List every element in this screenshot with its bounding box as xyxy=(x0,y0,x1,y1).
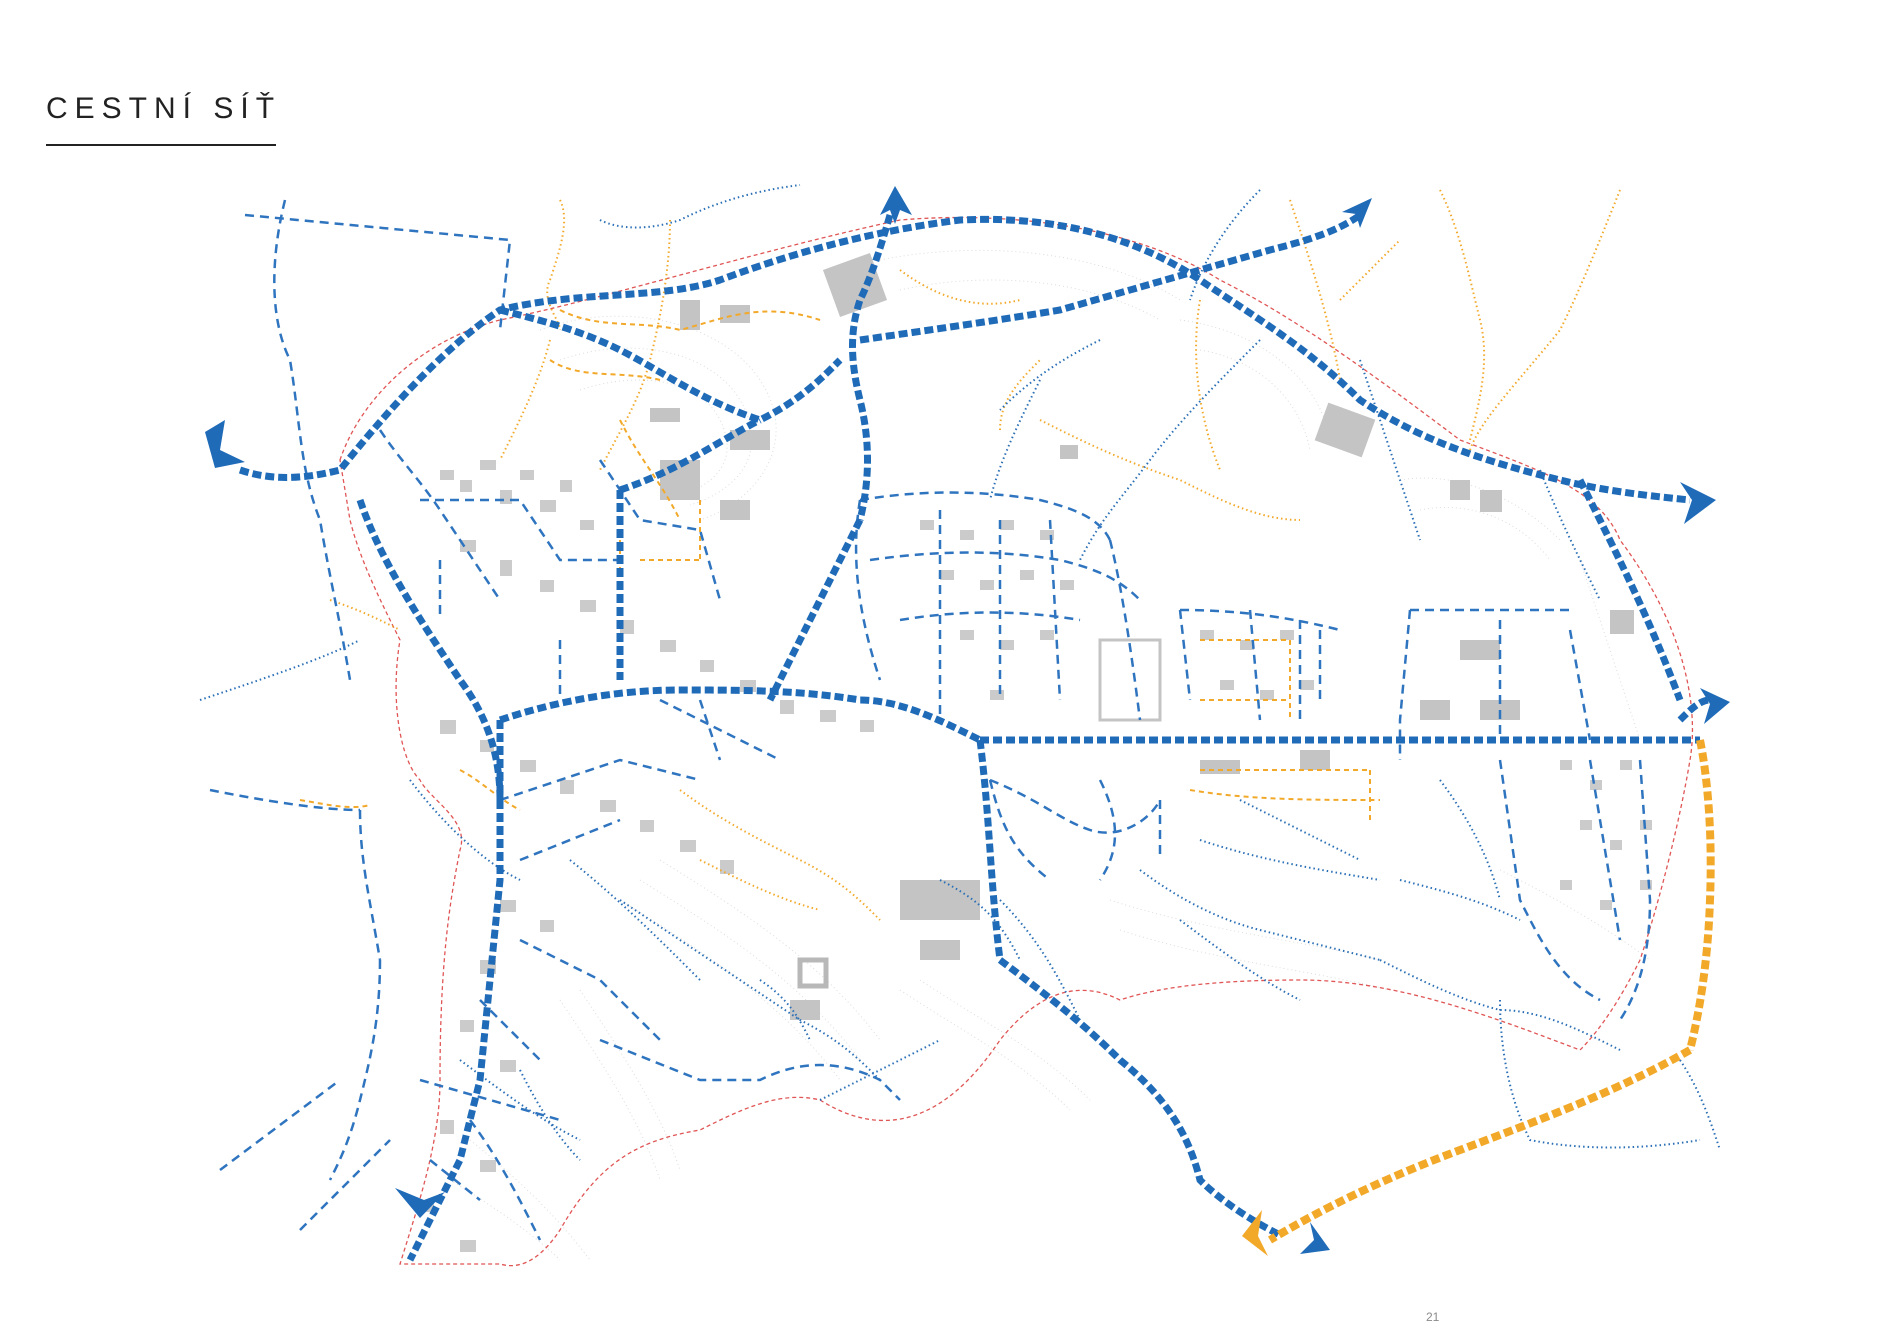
primary-roads-blue xyxy=(238,212,1711,1262)
local-paths-orange xyxy=(299,309,1381,820)
direction-arrow-icon xyxy=(205,420,245,468)
local-trails-orange xyxy=(329,189,1621,921)
terrain-contours xyxy=(449,249,1651,1261)
secondary-routes-blue xyxy=(209,199,1652,1241)
building-blocks xyxy=(420,460,1652,1252)
direction-arrow-icon xyxy=(1300,1222,1330,1254)
footpaths-blue-dotted xyxy=(199,184,1721,1161)
boundary-line xyxy=(339,216,1694,1267)
title-underline xyxy=(46,144,276,146)
direction-arrow-icon xyxy=(395,1188,445,1218)
buildings xyxy=(650,252,1634,1020)
direction-arrow-icon xyxy=(880,186,912,224)
direction-arrow-icon xyxy=(1700,688,1730,724)
page-title: CESTNÍ SÍŤ xyxy=(46,92,282,125)
direction-arrow-icon xyxy=(1242,1210,1268,1256)
page-number: 21 xyxy=(1426,1310,1440,1324)
primary-route-orange xyxy=(1267,739,1715,1244)
direction-arrow-icon xyxy=(1680,482,1716,524)
direction-arrow-icon xyxy=(1342,198,1372,228)
direction-arrows xyxy=(205,186,1730,1256)
